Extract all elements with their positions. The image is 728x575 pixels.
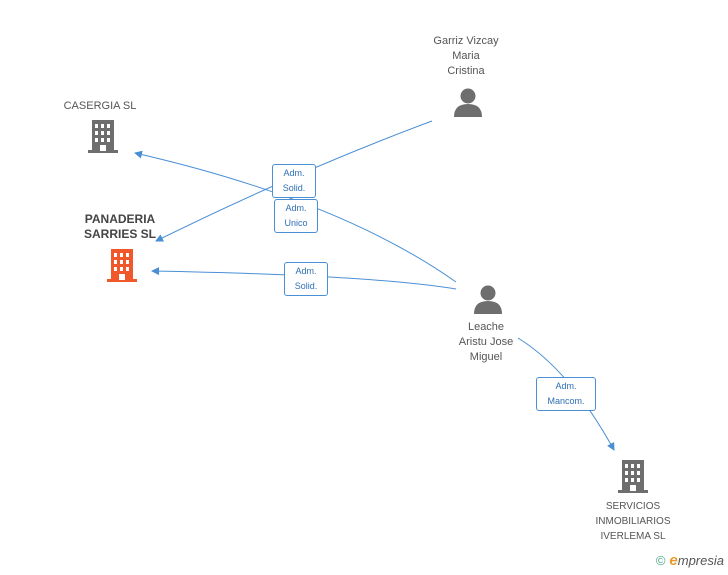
casergia-label[interactable]: CASERGIA SL [63,100,137,112]
casergia-building-icon[interactable] [88,120,118,153]
edge-label-leache-casergia: Adm. Unico [274,199,318,233]
brand-letter: e [669,552,678,569]
leache-label[interactable]: Leache Aristu Jose Miguel [458,321,514,363]
brand-name: mpresia [677,553,724,568]
servicios-building-icon[interactable] [618,460,648,493]
copyright-symbol: © [655,553,666,568]
edge-label-leache-panaderia: Adm. Solid. [284,262,328,296]
leache-person-icon[interactable] [474,285,502,315]
empresia-logo[interactable]: ©empresia [656,552,724,569]
panaderia-label[interactable]: PANADERIA SARRIES SL [83,212,156,241]
garriz-person-icon[interactable] [454,88,482,118]
edge-label-leache-servicios: Adm. Mancom. [536,377,596,411]
garriz-label[interactable]: Garriz Vizcay Maria Cristina [433,35,499,77]
edge-label-garriz-panaderia: Adm. Solid. [272,164,316,198]
servicios-label[interactable]: SERVICIOS INMOBILIARIOS IVERLEMA SL [595,501,671,542]
panaderia-building-icon[interactable] [107,249,137,282]
edge-leache-panaderia [151,267,457,290]
